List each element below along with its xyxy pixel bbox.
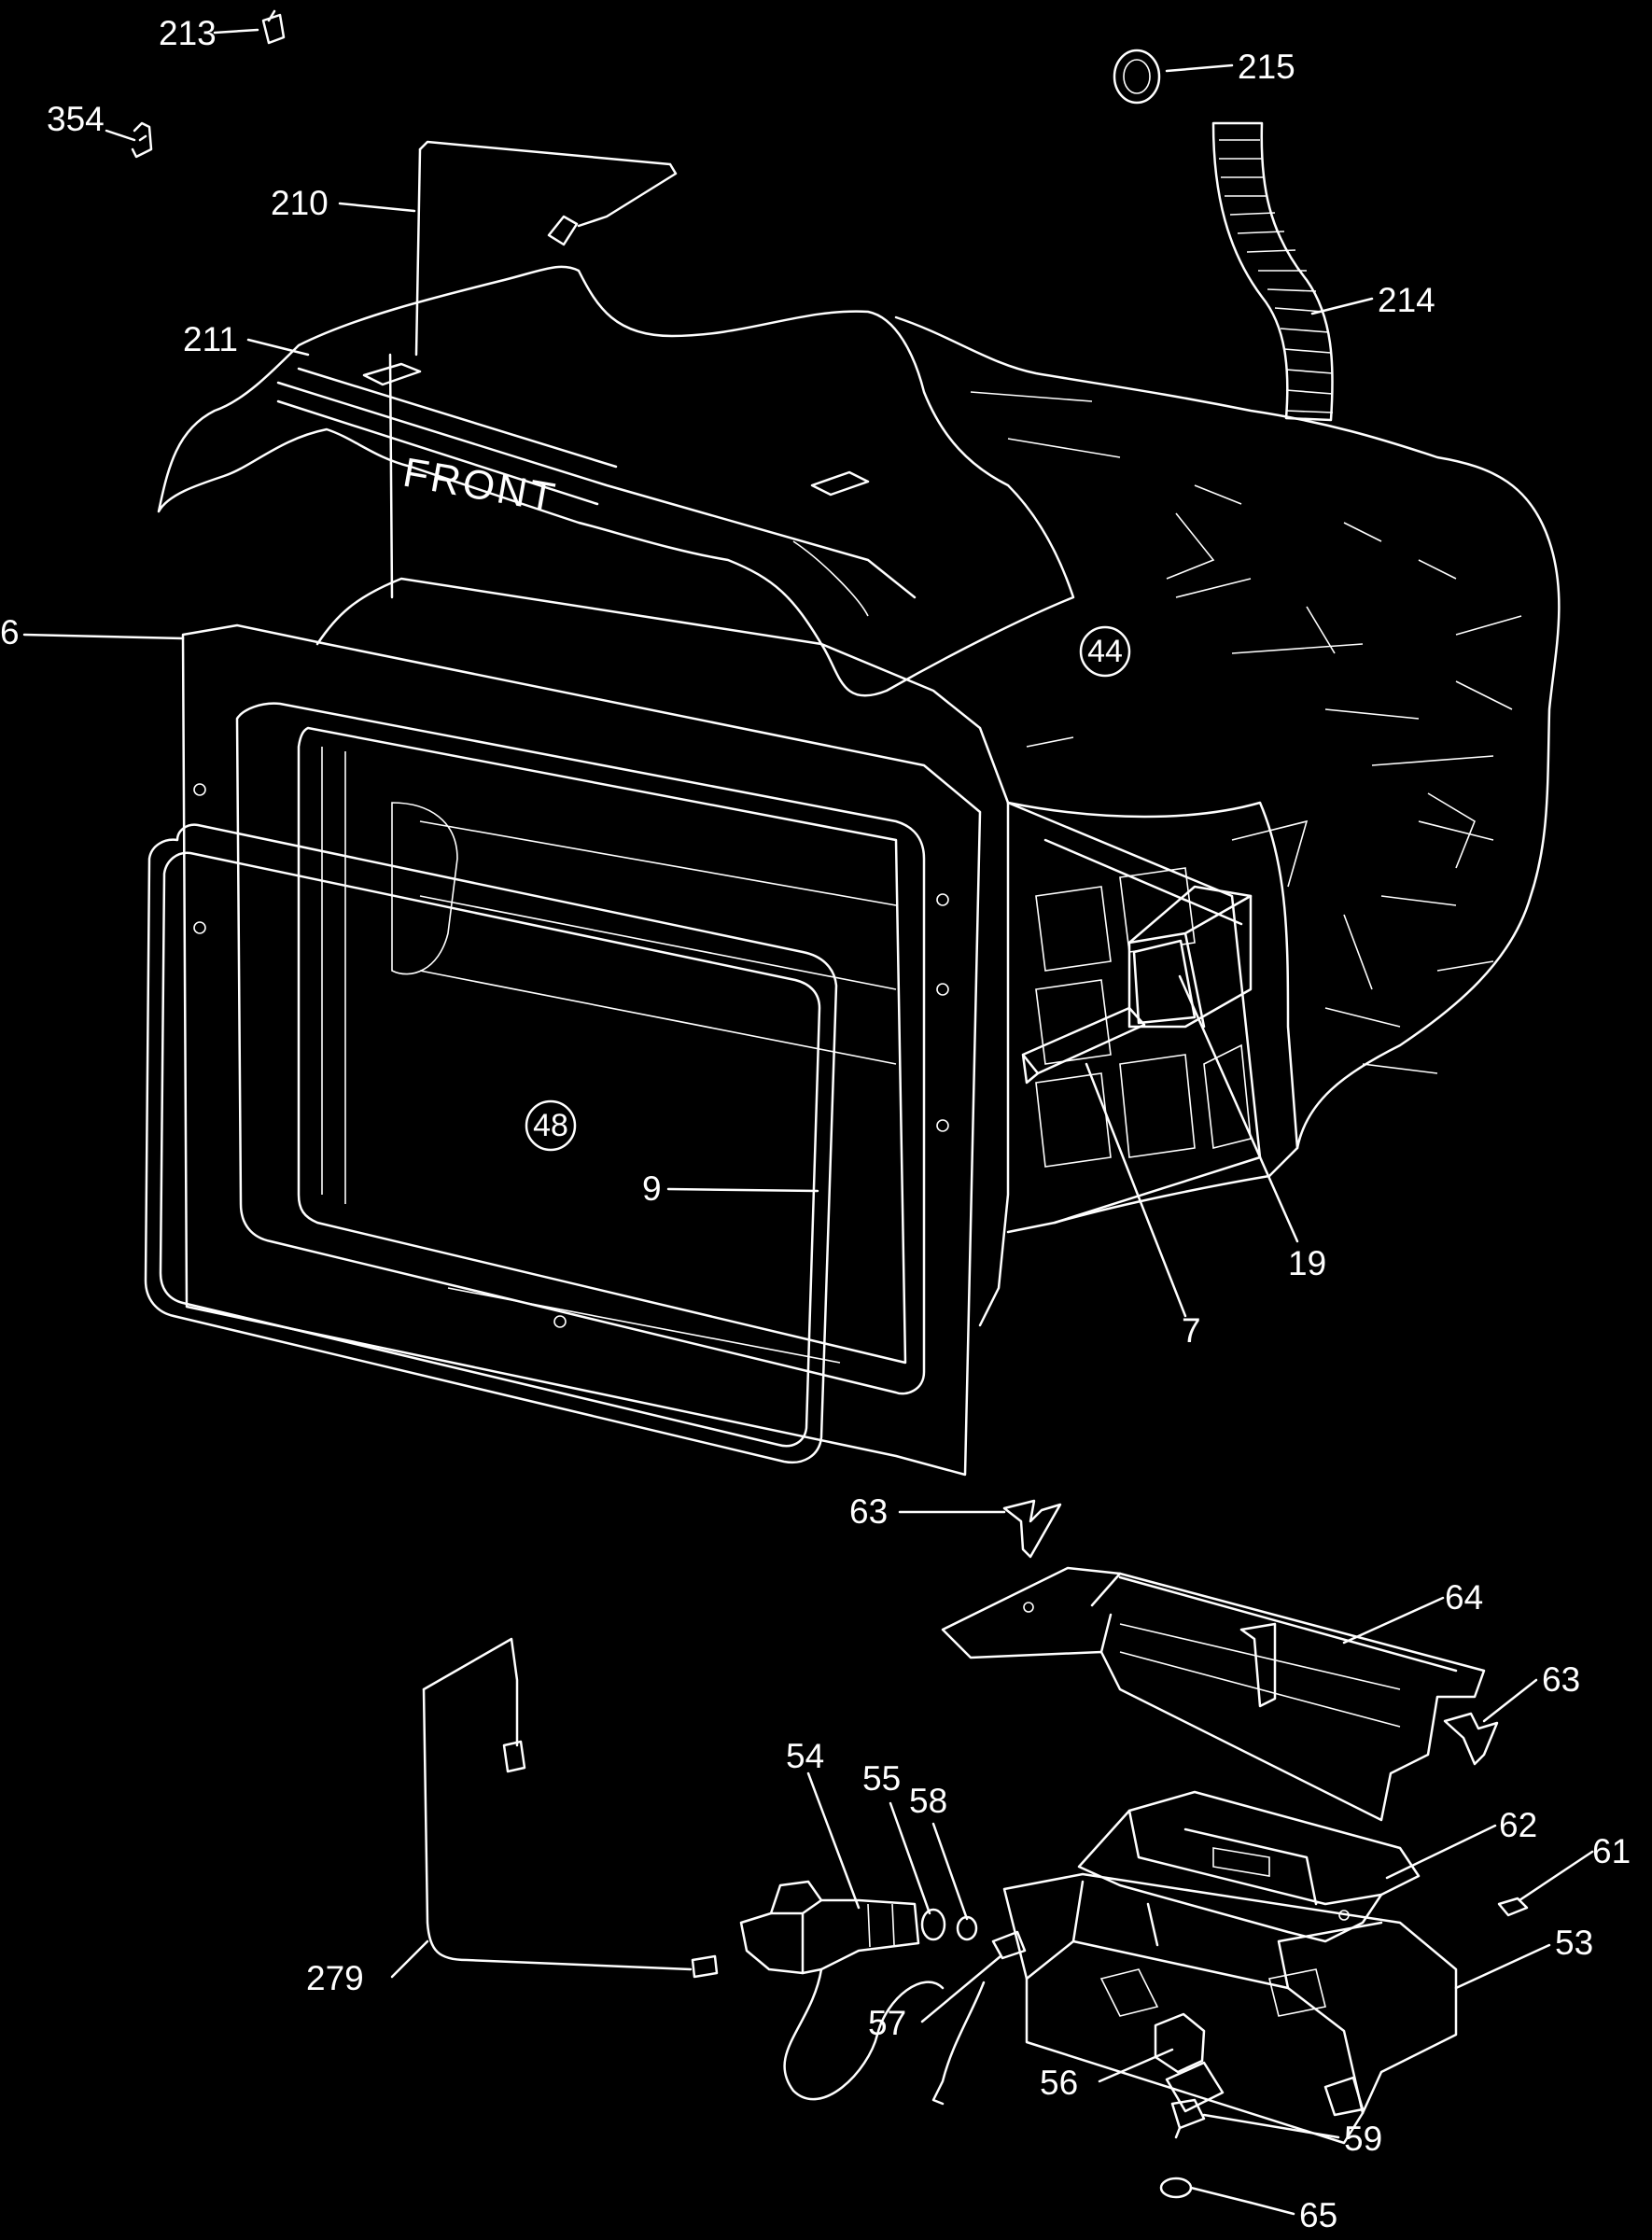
part-6-front-frame bbox=[181, 623, 982, 1477]
label-58: 58 bbox=[909, 1782, 947, 1820]
part-279-wire-harness bbox=[422, 1637, 719, 1979]
label-9: 9 bbox=[642, 1169, 662, 1208]
label-55: 55 bbox=[862, 1759, 901, 1798]
label-64: 64 bbox=[1445, 1578, 1483, 1617]
label-65: 65 bbox=[1299, 2196, 1337, 2234]
label-214: 214 bbox=[1378, 281, 1435, 319]
label-53: 53 bbox=[1555, 1924, 1593, 1962]
label-54: 54 bbox=[786, 1737, 824, 1775]
part-211-top-insulation: FRONT bbox=[157, 265, 1075, 697]
part-7-clip bbox=[1021, 1006, 1146, 1085]
label-61: 61 bbox=[1592, 1832, 1631, 1870]
label-19: 19 bbox=[1288, 1244, 1326, 1282]
label-7: 7 bbox=[1182, 1311, 1201, 1350]
part-63-clip-top bbox=[1002, 1499, 1062, 1613]
circled-ref-48-text: 48 bbox=[533, 1108, 568, 1143]
part-48-oven-cavity bbox=[315, 577, 1262, 1327]
part-215-grommet bbox=[1113, 49, 1161, 105]
label-354: 354 bbox=[47, 100, 105, 138]
label-279: 279 bbox=[306, 1959, 364, 1997]
part-65-probe bbox=[1159, 2177, 1253, 2205]
part-64-shield bbox=[941, 1566, 1486, 1822]
label-215: 215 bbox=[1238, 48, 1295, 86]
part-61-screw bbox=[1497, 1897, 1529, 1917]
front-text: FRONT bbox=[399, 450, 561, 522]
label-213: 213 bbox=[159, 14, 217, 52]
part-9-door-gasket bbox=[144, 823, 838, 1464]
part-labels: 213 354 210 211 215 214 6 9 19 7 63 64 6… bbox=[0, 14, 1631, 2234]
part-55-washer bbox=[920, 1908, 946, 1941]
part-53-housing bbox=[1002, 1872, 1458, 2145]
label-62: 62 bbox=[1499, 1806, 1537, 1844]
part-63-clip-right bbox=[1443, 1712, 1499, 1766]
part-59-clip bbox=[1170, 2098, 1206, 2139]
part-44-insulation-blanket bbox=[894, 315, 1561, 1225]
label-59: 59 bbox=[1344, 2120, 1382, 2158]
label-63-top: 63 bbox=[849, 1492, 888, 1531]
part-58-spacer bbox=[956, 1915, 978, 1941]
part-56-nut bbox=[1154, 2012, 1206, 2074]
circled-ref-48: 48 bbox=[525, 1099, 577, 1152]
label-57: 57 bbox=[868, 2004, 906, 2042]
part-19-switch bbox=[1127, 885, 1253, 1029]
part-213-clip bbox=[261, 9, 286, 45]
circled-ref-44: 44 bbox=[1079, 625, 1131, 678]
label-211: 211 bbox=[183, 320, 238, 358]
part-62-bracket bbox=[1077, 1790, 1421, 1943]
part-354-bracket bbox=[131, 121, 153, 159]
part-214-duct-hose bbox=[1211, 121, 1334, 422]
label-6: 6 bbox=[0, 613, 20, 651]
part-54-thermostat bbox=[739, 1880, 945, 2101]
label-56: 56 bbox=[1040, 2064, 1078, 2102]
label-210: 210 bbox=[271, 184, 329, 222]
part-210-wire bbox=[388, 140, 678, 599]
part-57-sensor bbox=[931, 1930, 1027, 2106]
label-63-right: 63 bbox=[1542, 1660, 1580, 1699]
circled-ref-44-text: 44 bbox=[1087, 634, 1123, 669]
leader-lines bbox=[22, 28, 1594, 2216]
